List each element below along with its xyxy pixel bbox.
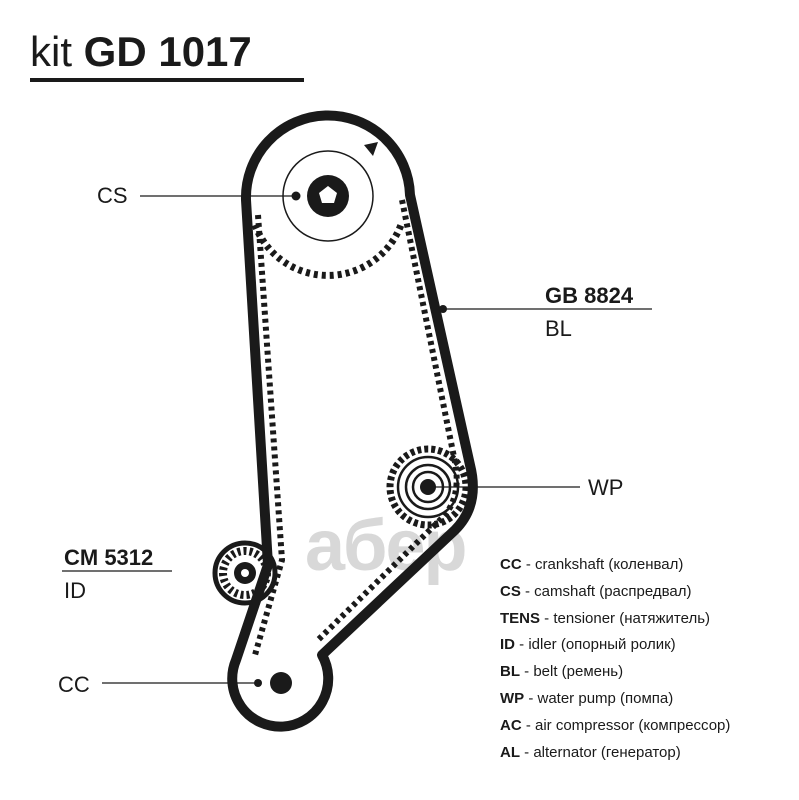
- legend-item: CS - camshaft (распредвал): [500, 582, 692, 600]
- title-underline: [30, 78, 304, 82]
- cs-pulley-teeth: [251, 220, 406, 279]
- wp-label: WP: [588, 475, 624, 500]
- legend-item: AC - air compressor (компрессор): [500, 716, 731, 734]
- idler-code-label: CM 5312: [64, 545, 154, 570]
- cs-hub-pentagon: [319, 186, 337, 203]
- legend-item: WP - water pump (помпа): [500, 689, 674, 707]
- cc-label: CC: [58, 672, 90, 697]
- legend-item: TENS - tensioner (натяжитель): [500, 609, 711, 627]
- idler-pulley: [212, 540, 278, 606]
- legend-item: AL - alternator (генератор): [500, 743, 681, 761]
- legend-item: BL - belt (ремень): [500, 663, 624, 681]
- rotation-arrow-icon: [364, 142, 378, 156]
- belt-code-label: GB 8824: [545, 283, 634, 308]
- legend-item: CC - crankshaft (коленвал): [500, 556, 684, 573]
- cs-label: CS: [97, 183, 128, 208]
- title-code: GD 1017: [83, 28, 252, 75]
- legend-item: ID - idler (опорный ролик): [500, 636, 676, 654]
- kit-title: kit GD 1017: [30, 28, 252, 76]
- title-prefix: kit: [30, 28, 72, 75]
- timing-belt: [227, 110, 478, 732]
- idler-abbr-label: ID: [64, 578, 86, 603]
- cc-hub: [270, 672, 292, 694]
- belt-abbr-label: BL: [545, 316, 572, 341]
- legend: CC - crankshaft (коленвал) CS - camshaft…: [500, 552, 730, 766]
